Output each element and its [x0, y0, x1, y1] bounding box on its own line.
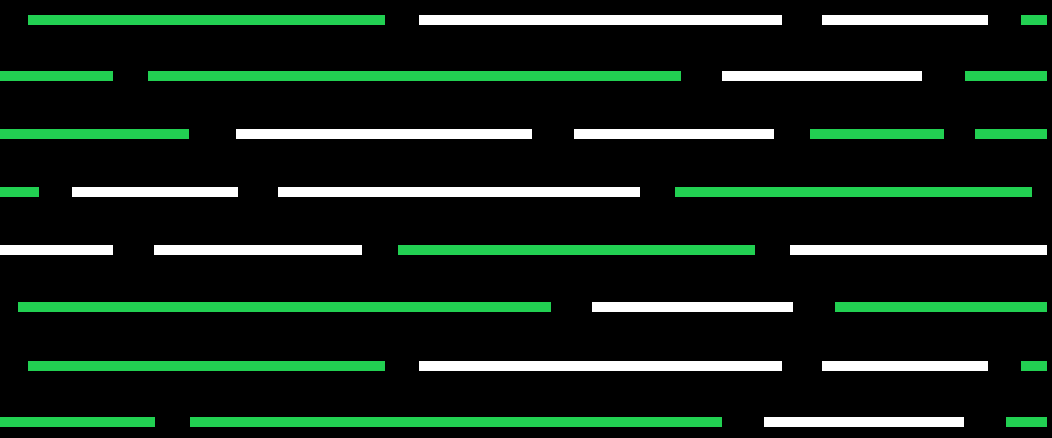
dash-segment-white: [822, 15, 988, 25]
dash-segment-green: [398, 245, 755, 255]
dash-segment-green: [675, 187, 1032, 197]
dash-segment-green: [1021, 15, 1047, 25]
dash-segment-green: [975, 129, 1047, 139]
dash-segment-green: [28, 15, 385, 25]
dash-segment-green: [1006, 417, 1047, 427]
dash-segment-white: [278, 187, 640, 197]
dash-segment-white: [764, 417, 964, 427]
dash-segment-green: [810, 129, 944, 139]
dash-segment-white: [790, 245, 1047, 255]
dash-segment-green: [0, 417, 155, 427]
dash-segment-green: [0, 187, 39, 197]
dash-segment-white: [419, 15, 782, 25]
dash-segment-green: [28, 361, 385, 371]
dash-segment-green: [0, 129, 189, 139]
dash-segment-white: [0, 245, 113, 255]
dash-segment-green: [148, 71, 681, 81]
dash-segment-white: [592, 302, 793, 312]
dash-segment-white: [154, 245, 362, 255]
dash-segment-green: [190, 417, 722, 427]
dash-segment-green: [18, 302, 551, 312]
dash-segment-white: [822, 361, 988, 371]
dash-segment-white: [722, 71, 922, 81]
dash-segment-white: [72, 187, 238, 197]
dash-segment-white: [574, 129, 774, 139]
dash-segment-green: [1021, 361, 1047, 371]
dash-segment-white: [419, 361, 782, 371]
dash-segment-green: [835, 302, 1047, 312]
dash-segment-green: [965, 71, 1047, 81]
dash-segment-green: [0, 71, 113, 81]
dash-segment-white: [236, 129, 532, 139]
